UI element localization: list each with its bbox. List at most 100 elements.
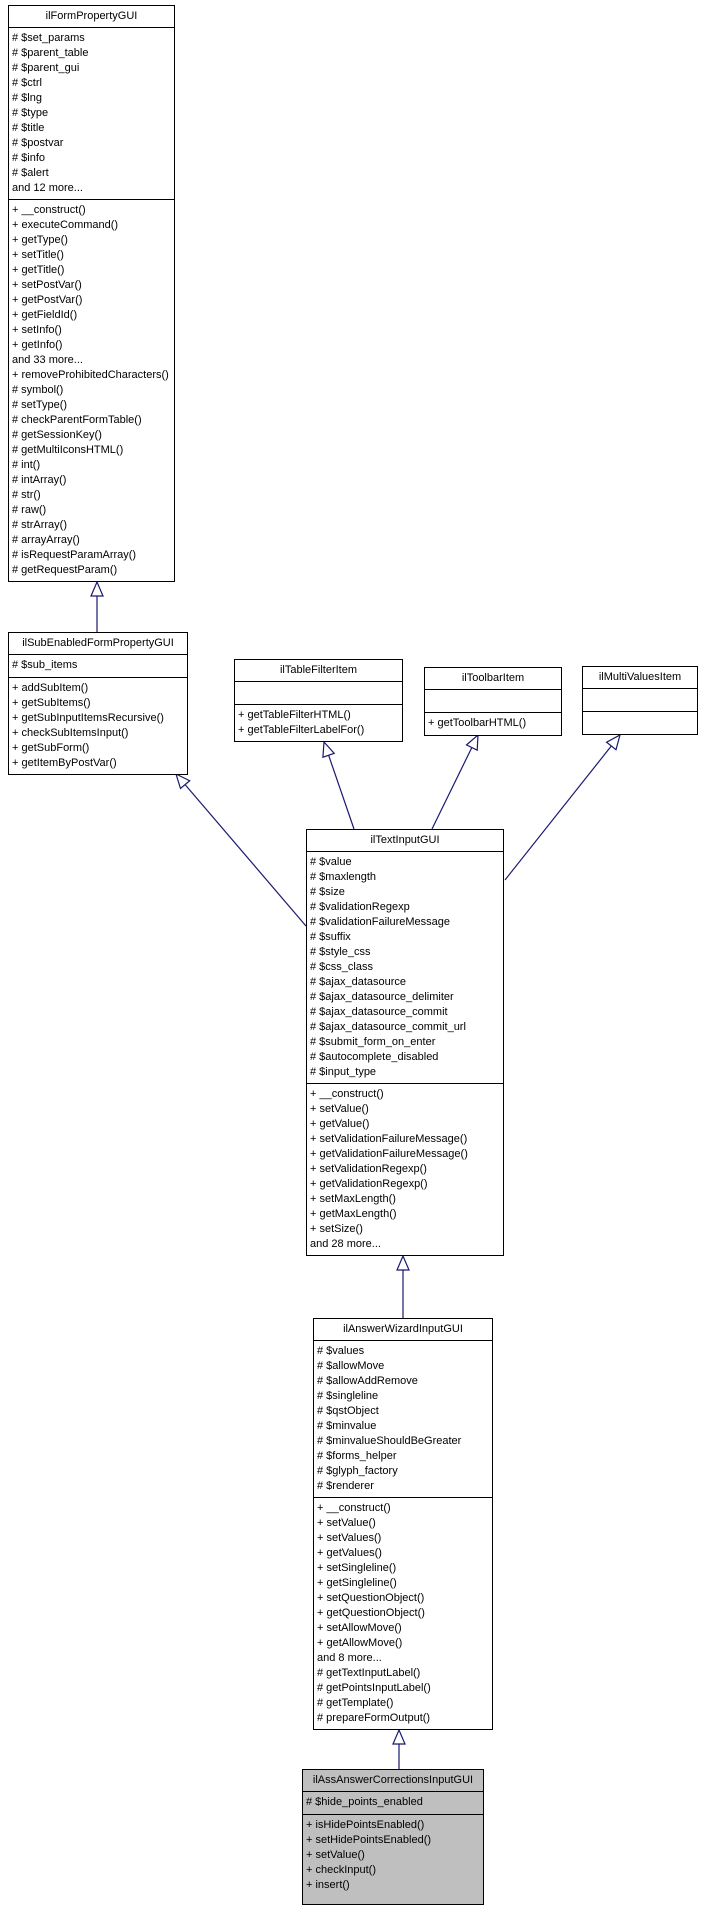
member-row: # intArray() <box>12 474 67 486</box>
methods-compartment: + getTableFilterHTML() + getTableFilterLa… <box>235 705 402 741</box>
member-row: + setValidationFailureMessage() <box>310 1133 468 1145</box>
member-row: + getSubItems() <box>12 697 91 709</box>
methods-compartment: + addSubItem()+ getSubItems()+ getSubInp… <box>9 678 187 774</box>
methods-compartment: + __construct()+ executeCommand()+ getTy… <box>9 200 174 581</box>
attributes-compartment: # $hide_points_enabled <box>303 1792 483 1815</box>
member-row: # $hide_points_enabled <box>306 1796 423 1808</box>
member-row: + setTitle() <box>12 249 64 261</box>
member-row: # $set_params <box>12 32 85 44</box>
member-row: # isRequestParamArray() <box>12 549 137 561</box>
attributes-compartment <box>235 682 402 705</box>
arrow-line <box>328 755 355 830</box>
member-row: + getQuestionObject() <box>317 1607 425 1619</box>
arrow-iltextinputgui-to-ilsubenabledformpropertygui <box>175 772 307 927</box>
member-row: + executeCommand() <box>12 219 119 231</box>
arrow-iltextinputgui-to-iltoolbaritem <box>431 733 479 830</box>
class-node-ilsubenabledformpropertygui[interactable]: ilSubEnabledFormPropertyGUI # $sub_items… <box>8 632 188 775</box>
hollow-arrowhead-icon <box>392 1728 406 1745</box>
member-row: # $forms_helper <box>317 1450 397 1462</box>
hollow-arrowhead-icon <box>465 733 479 752</box>
member-row: # getMultiIconsHTML() <box>12 444 124 456</box>
member-row: + removeProhibitedCharacters() <box>12 369 169 381</box>
class-title: ilTableFilterItem <box>235 660 402 682</box>
class-node-ilassanswercorrectionsinputgui[interactable]: ilAssAnswerCorrectionsInputGUI # $hide_p… <box>302 1769 484 1905</box>
member-row: # getRequestParam() <box>12 564 118 576</box>
member-row: + getAllowMove() <box>317 1637 403 1649</box>
member-row: # $minvalueShouldBeGreater <box>317 1435 462 1447</box>
arrow-line <box>504 745 612 881</box>
member-row: # strArray() <box>12 519 67 531</box>
member-row: + getToolbarHTML() <box>428 717 527 729</box>
class-title: ilSubEnabledFormPropertyGUI <box>9 633 187 655</box>
member-row: # raw() <box>12 504 47 516</box>
member-row: # $validationFailureMessage <box>310 916 451 928</box>
member-row: + setSingleline() <box>317 1562 397 1574</box>
member-row: + __construct() <box>317 1502 391 1514</box>
hollow-arrowhead-icon <box>396 1254 410 1271</box>
member-row: # $ajax_datasource <box>310 976 407 988</box>
arrow-ilanswerwizardinputgui-to-iltextinputgui <box>396 1254 410 1318</box>
member-row: # $maxlength <box>310 871 377 883</box>
member-row: # $size <box>310 886 345 898</box>
class-title: ilTextInputGUI <box>307 830 503 852</box>
member-row: + getSingleline() <box>317 1577 397 1589</box>
member-row: # $submit_form_on_enter <box>310 1036 436 1048</box>
member-row: + getInfo() <box>12 339 63 351</box>
member-row: # setType() <box>12 399 68 411</box>
class-node-iltoolbaritem[interactable]: ilToolbarItem + getToolbarHTML() <box>424 667 562 736</box>
member-row: + setQuestionObject() <box>317 1592 425 1604</box>
member-row: # $sub_items <box>12 659 78 671</box>
member-row: + getTitle() <box>12 264 65 276</box>
member-row: + getMaxLength() <box>310 1208 397 1220</box>
class-node-ilanswerwizardinputgui[interactable]: ilAnswerWizardInputGUI # $values # $allow… <box>313 1318 493 1730</box>
arrow-iltextinputgui-to-iltablefilteritem <box>322 740 355 830</box>
member-row: + checkInput() <box>306 1864 377 1876</box>
class-node-iltextinputgui[interactable]: ilTextInputGUI # $value# $maxlength# $si… <box>306 829 504 1256</box>
member-row: + getPostVar() <box>12 294 83 306</box>
hollow-arrowhead-icon <box>605 733 621 751</box>
member-row: # str() <box>12 489 41 501</box>
member-row: + getTableFilterLabelFor() <box>238 724 365 736</box>
class-title: ilAnswerWizardInputGUI <box>314 1319 492 1341</box>
member-row: + setInfo() <box>12 324 62 336</box>
member-row: # $allowAddRemove <box>317 1375 418 1387</box>
member-row: + setValue() <box>306 1849 365 1861</box>
member-row: + setValues() <box>317 1532 382 1544</box>
member-row: # $ajax_datasource_delimiter <box>310 991 454 1003</box>
member-row: # getTextInputLabel() <box>317 1667 421 1679</box>
member-row: + setValue() <box>310 1103 369 1115</box>
methods-compartment: + getToolbarHTML() <box>425 713 561 735</box>
attributes-compartment: # $sub_items <box>9 655 187 678</box>
arrow-iltextinputgui-to-ilmultivaluesitem <box>504 733 621 881</box>
member-row: # $info <box>12 152 46 164</box>
member-row: # $title <box>12 122 45 134</box>
class-title: ilMultiValuesItem <box>583 667 697 689</box>
class-title: ilAssAnswerCorrectionsInputGUI <box>303 1770 483 1792</box>
member-row: + getValidationFailureMessage() <box>310 1148 468 1160</box>
member-row: + setAllowMove() <box>317 1622 402 1634</box>
member-row: # getTemplate() <box>317 1697 394 1709</box>
member-row: + getTableFilterHTML() <box>238 709 351 721</box>
member-row: + setSize() <box>310 1223 363 1235</box>
member-row: # symbol() <box>12 384 64 396</box>
member-row: + __construct() <box>310 1088 384 1100</box>
member-row: + getSubForm() <box>12 742 90 754</box>
attributes-compartment: # $value# $maxlength# $size# $validation… <box>307 852 503 1084</box>
class-node-ilmultivaluesitem[interactable]: ilMultiValuesItem <box>582 666 698 735</box>
class-node-ilformpropertygui[interactable]: ilFormPropertyGUI # $set_params# $parent… <box>8 5 175 582</box>
member-row: and 28 more... <box>310 1238 381 1250</box>
member-row: + setPostVar() <box>12 279 82 291</box>
member-row: + insert() <box>306 1879 350 1891</box>
class-node-iltablefilteritem[interactable]: ilTableFilterItem + getTableFilterHTML()… <box>234 659 403 742</box>
member-row: # prepareFormOutput() <box>317 1712 431 1724</box>
member-row: # $ajax_datasource_commit_url <box>310 1021 466 1033</box>
methods-compartment: + isHidePointsEnabled()+ setHidePointsEn… <box>303 1815 483 1904</box>
member-row: # $type <box>12 107 49 119</box>
member-row: # $renderer <box>317 1480 374 1492</box>
member-row: # $ajax_datasource_commit <box>310 1006 448 1018</box>
attributes-compartment <box>425 690 561 713</box>
member-row: + getValue() <box>310 1118 370 1130</box>
member-row: # $values <box>317 1345 365 1357</box>
member-row: # checkParentFormTable() <box>12 414 142 426</box>
